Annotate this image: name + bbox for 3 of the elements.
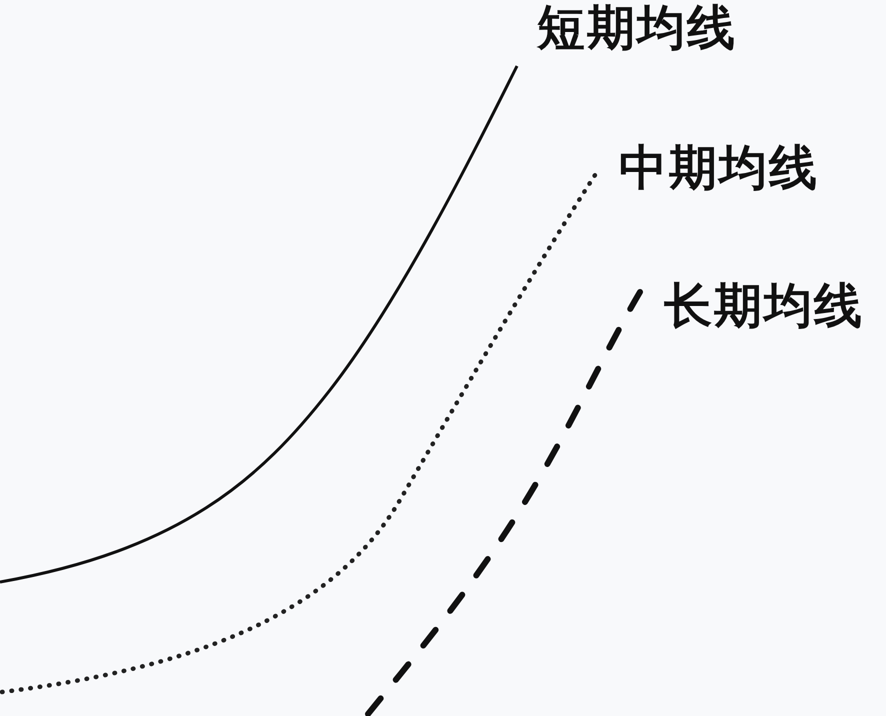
line-label: 中期均线 [619, 142, 819, 195]
line-label: 长期均线 [664, 280, 864, 333]
line-label: 短期均线 [537, 2, 737, 55]
